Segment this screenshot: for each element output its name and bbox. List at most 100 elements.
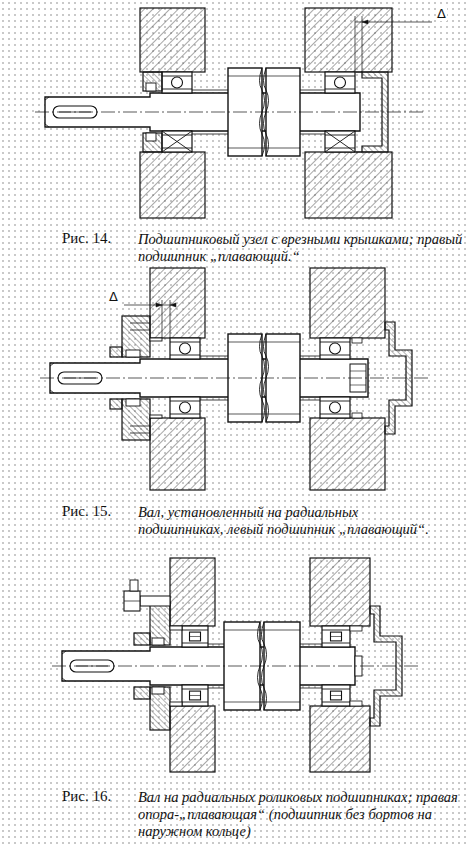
bolt	[130, 426, 150, 427]
dimension-arrow	[170, 303, 176, 307]
bolt	[130, 330, 150, 331]
chamfer	[45, 124, 49, 127]
gap-dimension: Δ	[436, 6, 447, 21]
seal	[146, 83, 156, 91]
ball	[330, 402, 341, 413]
roller	[190, 691, 201, 700]
outer-ring	[162, 76, 192, 77]
housing-wall	[150, 268, 205, 338]
cover-hub	[134, 633, 150, 645]
figure-number: Рис. 15.	[62, 503, 111, 520]
outer-ring	[170, 414, 200, 415]
chamfer	[50, 363, 54, 366]
extension-line	[355, 16, 356, 72]
figure-number: Рис. 16.	[62, 788, 111, 805]
inset-cover	[143, 133, 162, 152]
housing-wall	[310, 268, 385, 338]
inner-ring	[322, 689, 350, 690]
bolt-head-line	[124, 601, 140, 602]
gear-rim	[228, 76, 300, 77]
flange-cover	[150, 602, 170, 645]
cover-hub	[110, 347, 122, 357]
bearing-section	[170, 338, 200, 359]
outer-ring	[320, 414, 350, 415]
sleeve	[200, 400, 228, 401]
roller-axis	[331, 636, 342, 637]
bearing-section	[325, 72, 355, 93]
bearing-cross	[162, 131, 192, 152]
inner-ring	[320, 355, 350, 356]
dimension-arrow	[362, 20, 368, 24]
cover-spigot	[150, 338, 162, 341]
chamfer	[62, 678, 66, 681]
housing-wall	[170, 558, 215, 626]
sleeve	[200, 356, 228, 357]
chamfer	[62, 651, 66, 654]
sleeve	[300, 134, 325, 135]
inner-ring	[320, 401, 350, 402]
extension-line	[170, 300, 171, 338]
bearing-section	[182, 685, 208, 706]
housing-wall	[140, 152, 205, 218]
inner-ring	[162, 89, 192, 90]
sleeve	[300, 688, 322, 689]
figure-caption: Вал на радиальных роликовых подшипниках;…	[138, 789, 460, 840]
bolt	[130, 323, 150, 324]
seal	[146, 133, 156, 141]
lock-washer	[130, 580, 138, 591]
sleeve	[192, 134, 228, 135]
extension-line	[162, 300, 163, 338]
gear-rim	[224, 702, 300, 703]
housing-wall	[310, 558, 370, 626]
figure-caption: Подшипниковый узел с врезными крышками; …	[138, 231, 463, 265]
chamfer	[50, 390, 54, 393]
gear-rim	[228, 414, 300, 415]
bolt-head	[124, 591, 140, 611]
gear-rim	[224, 630, 300, 631]
nut-line	[350, 371, 366, 372]
inner-ring	[325, 89, 355, 90]
ball	[172, 77, 183, 88]
bolt	[130, 433, 150, 434]
bearing-section	[182, 626, 208, 647]
inner-ring	[170, 401, 200, 402]
spacer-ring	[350, 701, 362, 706]
gear-rim	[228, 148, 300, 149]
housing-wall	[140, 8, 205, 72]
seal	[126, 399, 140, 406]
inner-ring	[322, 643, 350, 644]
roller	[190, 632, 201, 641]
centre-line	[35, 112, 425, 113]
shaft-assembly	[40, 268, 430, 490]
gap-dimension: Δ	[108, 289, 119, 304]
bolt	[140, 596, 170, 606]
bearing-cross	[325, 131, 355, 152]
centre-line	[40, 378, 430, 379]
bearing-section	[322, 685, 350, 706]
ball	[180, 343, 191, 354]
bearing-section	[325, 131, 355, 152]
bearing-cross	[162, 131, 192, 152]
outer-ring	[322, 702, 350, 703]
seal	[152, 687, 164, 694]
outer-ring	[170, 342, 200, 343]
bearing-cross	[325, 131, 355, 152]
roller	[331, 691, 342, 700]
chamfer	[45, 97, 49, 100]
bearing-section	[320, 338, 350, 359]
housing-wall	[150, 418, 205, 490]
cover-spigot	[170, 702, 182, 706]
seal	[126, 350, 140, 357]
spacer-ring	[350, 626, 362, 631]
ball	[330, 343, 341, 354]
housing-wall	[310, 706, 370, 772]
bearing-section	[322, 626, 350, 647]
inset-cover	[143, 72, 162, 91]
outer-ring	[322, 630, 350, 631]
dimension-line	[124, 305, 170, 306]
housing-wall	[310, 418, 385, 490]
inner-ring	[182, 643, 208, 644]
roller-axis	[190, 695, 201, 696]
figure-caption: Вал, установленный на радиальных подшипн…	[138, 504, 438, 538]
spacer-ring	[352, 413, 362, 418]
